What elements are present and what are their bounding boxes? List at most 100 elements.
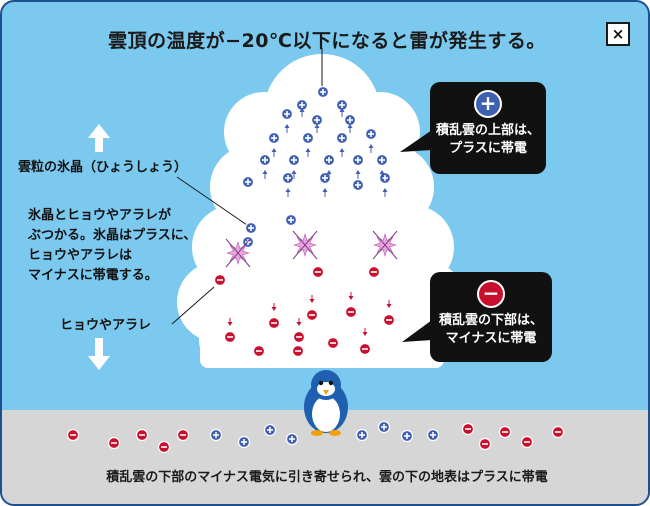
minus-charge-icon xyxy=(267,316,281,330)
minus-charge-icon xyxy=(367,265,381,279)
small-up-arrow-icon xyxy=(339,148,345,157)
ice-crystal-label: 雲粒の氷晶（ひょうしょう） xyxy=(18,160,188,175)
plus-charge-icon xyxy=(375,153,389,167)
plus-charge-icon xyxy=(343,113,357,127)
plus-charge-icon xyxy=(316,85,330,99)
collision-star-icon xyxy=(372,230,398,260)
minus-charge-icon xyxy=(358,342,372,356)
minus-charge-icon xyxy=(176,428,190,442)
plus-charge-icon xyxy=(280,107,294,121)
plus-charge-icon xyxy=(209,428,223,442)
small-up-arrow-icon xyxy=(355,170,361,179)
small-down-arrow-icon xyxy=(386,300,392,308)
plus-charge-icon xyxy=(284,213,298,227)
plus-charge-icon xyxy=(355,428,369,442)
collision-description: 氷晶とヒョウやアラレが ぶつかる。氷晶はプラスに、 ヒョウやアラレは マイナスに… xyxy=(28,206,196,286)
collision-line: ヒョウやアラレは xyxy=(28,248,133,263)
minus-charge-icon xyxy=(157,440,171,454)
plus-charge-icon xyxy=(237,435,251,449)
plus-charge-icon xyxy=(258,153,272,167)
plus-charge-icon xyxy=(351,153,365,167)
collision-line: 氷晶とヒョウやアラレが xyxy=(28,208,172,223)
small-up-arrow-icon xyxy=(284,124,290,133)
small-down-arrow-icon xyxy=(348,292,354,300)
plus-charge-icon xyxy=(318,171,332,185)
small-up-arrow-icon xyxy=(326,170,332,179)
charge-particles xyxy=(66,85,565,454)
close-button[interactable]: × xyxy=(606,22,630,46)
plus-charge-icon xyxy=(364,127,378,141)
plus-charge-icon xyxy=(335,98,349,112)
lower-callout xyxy=(402,272,552,362)
minus-charge-icon xyxy=(213,273,227,287)
small-up-arrow-icon xyxy=(382,188,388,197)
minus-charge-icon xyxy=(291,344,305,358)
plus-charge-icon xyxy=(310,113,324,127)
ground-caption: 積乱雲の下部のマイナス電気に引き寄せられ、雲の下の地表はプラスに帯電 xyxy=(106,470,548,485)
small-up-arrow-icon xyxy=(339,108,345,117)
minus-charge-icon xyxy=(382,313,396,327)
small-up-arrow-icon xyxy=(347,124,353,133)
minus-charge-icon xyxy=(305,308,319,322)
small-up-arrow-icon xyxy=(299,108,305,117)
plus-charge-icon xyxy=(287,153,301,167)
plus-charge-icon xyxy=(267,131,281,145)
small-down-arrow-icon xyxy=(271,303,277,311)
small-up-arrow-icon xyxy=(271,148,277,157)
plus-charge-icon xyxy=(281,171,295,185)
small-down-arrow-icon xyxy=(227,318,233,326)
lower-callout-line: 積乱雲の下部は、 xyxy=(438,313,543,328)
collision-star-icon xyxy=(225,238,251,268)
plus-charge-icon xyxy=(241,175,255,189)
minus-charge-icon xyxy=(223,330,237,344)
plus-charge-icon xyxy=(244,221,258,235)
minus-charge-icon xyxy=(326,336,340,350)
small-up-arrow-icon xyxy=(322,188,328,197)
small-up-arrow-icon xyxy=(368,144,374,153)
hail-label: ヒョウやアラレ xyxy=(60,318,152,333)
collision-star-icon xyxy=(292,230,318,260)
plus-charge-icon xyxy=(378,171,392,185)
small-down-arrow-icon xyxy=(309,295,315,303)
page-title: 雲頂の温度が−20℃以下になると雷が発生する。 xyxy=(108,30,546,52)
minus-charge-icon xyxy=(311,265,325,279)
plus-charge-icon xyxy=(295,98,309,112)
small-up-arrow-icon xyxy=(285,188,291,197)
lower-callout-text: − 積乱雲の下部は、 マイナスに帯電 xyxy=(430,280,552,348)
plus-charge-icon xyxy=(377,420,391,434)
up-arrow-icon xyxy=(88,124,110,152)
plus-charge-icon xyxy=(301,131,315,145)
upper-callout-line: プラスに帯電 xyxy=(449,141,527,156)
small-up-arrow-icon xyxy=(305,148,311,157)
minus-charge-icon xyxy=(252,344,266,358)
minus-charge-icon: − xyxy=(477,280,505,308)
upper-callout xyxy=(400,82,546,174)
collision-line: ぶつかる。氷晶はプラスに、 xyxy=(28,228,197,243)
upper-callout-text: + 積乱雲の上部は、 プラスに帯電 xyxy=(430,90,546,158)
small-down-arrow-icon xyxy=(296,318,302,326)
small-up-arrow-icon xyxy=(314,124,320,133)
close-icon: × xyxy=(611,24,625,43)
plus-charge-icon xyxy=(400,429,414,443)
plus-charge-icon: + xyxy=(474,90,502,118)
minus-charge-icon xyxy=(292,330,306,344)
collision-line: マイナスに帯電する。 xyxy=(28,268,158,283)
minus-charge-icon xyxy=(344,305,358,319)
small-up-arrow-icon xyxy=(291,170,297,179)
down-arrow-icon xyxy=(88,338,110,370)
plus-charge-icon xyxy=(335,131,349,145)
minus-charge-icon xyxy=(551,425,565,439)
cumulonimbus-cloud xyxy=(177,54,467,368)
plus-charge-icon xyxy=(426,428,440,442)
small-down-arrow-icon xyxy=(362,328,368,336)
minus-charge-icon xyxy=(66,428,80,442)
small-up-arrow-icon xyxy=(379,170,385,179)
small-up-arrow-icon xyxy=(262,170,268,179)
minus-charge-icon xyxy=(520,435,534,449)
plus-charge-icon xyxy=(285,432,299,446)
minus-charge-icon xyxy=(107,436,121,450)
lower-callout-line: マイナスに帯電 xyxy=(445,331,537,346)
plus-charge-icon xyxy=(263,423,277,437)
